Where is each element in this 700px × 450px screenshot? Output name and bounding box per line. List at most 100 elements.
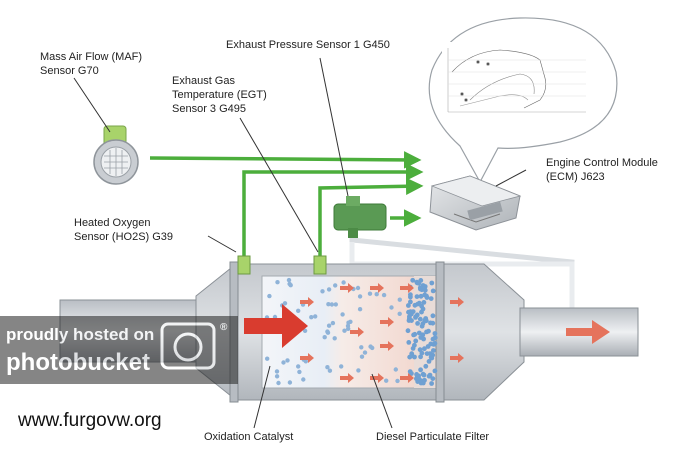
- particle-dot: [430, 376, 436, 381]
- particle-dot: [329, 302, 335, 307]
- ecm-label-line1: Engine Control Module: [546, 157, 658, 169]
- particle-dot: [287, 281, 292, 287]
- particle-dot: [326, 287, 332, 292]
- particle-dot: [393, 367, 398, 372]
- particle-dot: [285, 358, 290, 363]
- particle-dot: [281, 360, 286, 365]
- particle-dot: [430, 313, 436, 319]
- particle-dot: [276, 380, 281, 386]
- particle-dot: [301, 377, 306, 382]
- particle-dot: [428, 296, 434, 301]
- particle-dot: [423, 363, 429, 369]
- particle-dot: [409, 318, 414, 323]
- particle-dot: [302, 328, 308, 333]
- particle-dot: [412, 302, 418, 308]
- particle-dot: [408, 299, 413, 305]
- particle-dot: [430, 288, 436, 294]
- registered-mark: ®: [220, 322, 228, 333]
- particle-dot: [415, 321, 420, 326]
- particle-dot: [419, 323, 425, 329]
- flow-arrow: [450, 353, 464, 363]
- camera-icon: [160, 322, 216, 370]
- particle-dot: [326, 302, 331, 307]
- particle-dot: [309, 315, 314, 320]
- particle-dot: [287, 380, 293, 385]
- ho2s-label: Heated Oxygen Sensor (HO2S) G39: [74, 217, 173, 243]
- pressure-label-line1: Exhaust Pressure Sensor 1 G450: [226, 39, 390, 51]
- particle-dot: [412, 331, 418, 337]
- particle-dot: [397, 297, 402, 302]
- egt-label-line3: Sensor 3 G495: [172, 103, 246, 115]
- particle-dot: [267, 293, 272, 299]
- particle-dot: [355, 285, 361, 291]
- particle-dot: [429, 280, 435, 286]
- particle-dot: [357, 294, 363, 299]
- flow-arrow: [370, 283, 384, 293]
- particle-dot: [274, 369, 280, 374]
- particle-dot: [325, 329, 330, 334]
- watermark-line2: photobucket: [6, 349, 150, 376]
- flow-arrow: [300, 297, 314, 307]
- particle-dot: [405, 328, 411, 334]
- particle-dot: [418, 293, 424, 299]
- particle-dot: [422, 287, 428, 293]
- particle-dot: [275, 280, 280, 285]
- particle-dot: [429, 381, 434, 386]
- particle-dot: [431, 348, 436, 353]
- particle-dot: [414, 312, 420, 318]
- egt-label: Exhaust Gas Temperature (EGT) Sensor 3 G…: [172, 75, 270, 115]
- particle-dot: [274, 374, 280, 379]
- particle-dot: [421, 372, 427, 378]
- flow-arrow: [380, 341, 394, 351]
- pressure-sensor: [333, 196, 387, 238]
- egt-signal-line: [318, 177, 424, 262]
- particle-dot: [421, 300, 427, 305]
- particle-dot: [414, 294, 420, 299]
- particle-dot: [429, 355, 435, 361]
- particle-dot: [397, 311, 402, 316]
- particle-dot: [384, 378, 389, 383]
- particle-dot: [424, 351, 430, 356]
- maf-label-line2: Sensor G70: [40, 65, 99, 77]
- particle-dot: [426, 359, 432, 364]
- ho2s-label-line2: Sensor (HO2S) G39: [74, 231, 173, 243]
- flow-arrow: [400, 283, 414, 293]
- particle-dot: [413, 338, 419, 344]
- particle-dot: [412, 342, 417, 348]
- particle-dot: [381, 292, 387, 298]
- particle-dot: [322, 335, 327, 340]
- particle-dot: [430, 336, 436, 342]
- particle-dot: [333, 283, 338, 288]
- particle-dot: [339, 364, 344, 369]
- photobucket-watermark: proudly hosted on photobucket ®: [0, 316, 238, 384]
- particle-dot: [422, 346, 427, 352]
- particle-dot: [428, 320, 433, 326]
- flow-arrow: [380, 317, 394, 327]
- particle-dot: [418, 278, 424, 283]
- flow-arrow: [300, 353, 314, 363]
- particle-dot: [333, 302, 338, 307]
- particle-dot: [432, 331, 438, 336]
- inflow-arrow: [244, 304, 308, 348]
- particle-dot: [422, 292, 428, 298]
- signal-lines: [149, 151, 424, 262]
- flow-arrow: [340, 283, 354, 293]
- particle-dot: [325, 365, 330, 370]
- particle-dot: [346, 326, 351, 331]
- particle-dot: [340, 312, 345, 317]
- particle-dot: [348, 319, 353, 324]
- particle-dot: [409, 351, 415, 357]
- flow-arrow: [340, 373, 354, 383]
- leader-lines: [73, 57, 527, 429]
- maf-signal-line: [149, 151, 422, 169]
- particle-dot: [419, 309, 424, 315]
- ecm-label: Engine Control Module (ECM) J623: [546, 157, 661, 183]
- particle-dot: [320, 289, 325, 294]
- particle-dot: [426, 373, 432, 379]
- particle-dot: [265, 356, 270, 361]
- particle-dot: [368, 344, 373, 349]
- particle-dot: [359, 345, 364, 350]
- watermark-line1: proudly hosted on: [6, 325, 154, 344]
- particle-dot: [359, 354, 365, 359]
